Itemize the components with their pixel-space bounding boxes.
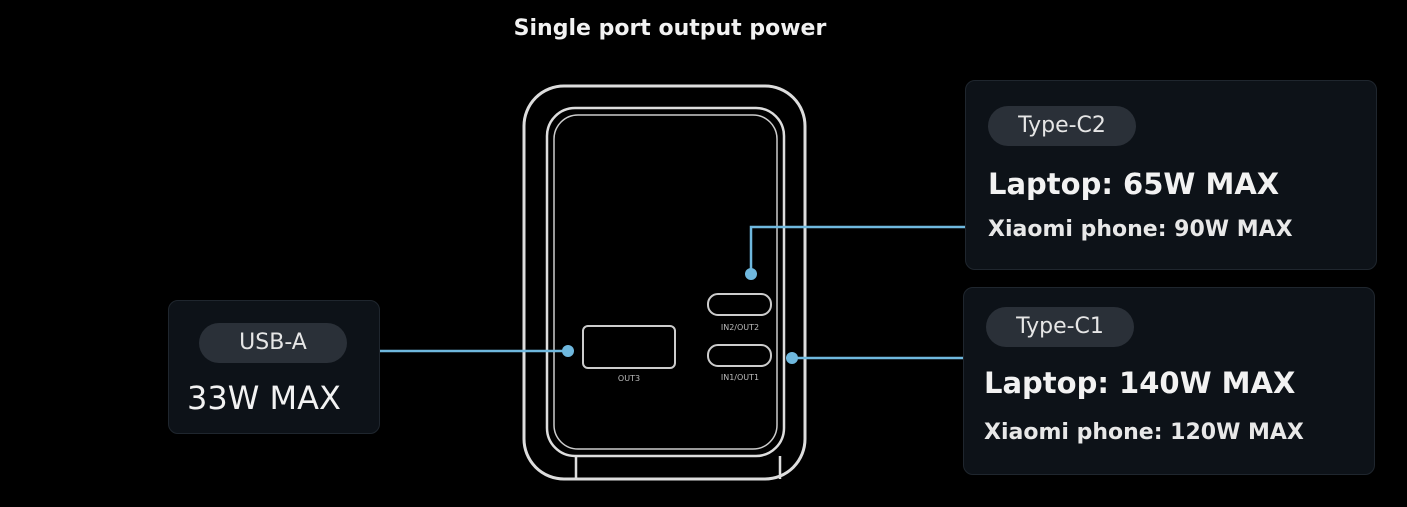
port-label-out3: OUT3 bbox=[617, 374, 641, 383]
usb-a-badge: USB-A bbox=[199, 323, 347, 363]
page-title: Single port output power bbox=[513, 16, 827, 41]
type-c2-connector-line bbox=[749, 225, 965, 272]
port-label-in1-out1: IN1/OUT1 bbox=[720, 373, 760, 382]
type-c1-dot bbox=[786, 352, 798, 364]
device-outline bbox=[522, 84, 807, 481]
device-inner-outline bbox=[545, 106, 786, 458]
type-c2-phone-power: Xiaomi phone: 90W MAX bbox=[988, 217, 1293, 242]
device-inner-outline-2 bbox=[553, 114, 778, 450]
usb-a-power: 33W MAX bbox=[187, 379, 341, 417]
type-c1-laptop-power: Laptop: 140W MAX bbox=[984, 366, 1296, 400]
type-c2-laptop-power: Laptop: 65W MAX bbox=[988, 167, 1280, 201]
usb-a-card: USB-A 33W MAX bbox=[168, 300, 380, 434]
type-c1-badge: Type-C1 bbox=[986, 307, 1134, 347]
port-label-in2-out2: IN2/OUT2 bbox=[720, 323, 760, 332]
type-c1-phone-power: Xiaomi phone: 120W MAX bbox=[984, 420, 1304, 445]
type-c2-dot bbox=[745, 268, 757, 280]
type-c2-port bbox=[707, 293, 772, 316]
type-c1-card: Type-C1 Laptop: 140W MAX Xiaomi phone: 1… bbox=[963, 287, 1375, 475]
usb-a-port bbox=[582, 325, 676, 369]
usb-a-dot bbox=[562, 345, 574, 357]
type-c1-port bbox=[707, 344, 772, 367]
type-c2-badge: Type-C2 bbox=[988, 106, 1136, 146]
device-base-tab bbox=[574, 456, 782, 479]
type-c2-card: Type-C2 Laptop: 65W MAX Xiaomi phone: 90… bbox=[965, 80, 1377, 270]
